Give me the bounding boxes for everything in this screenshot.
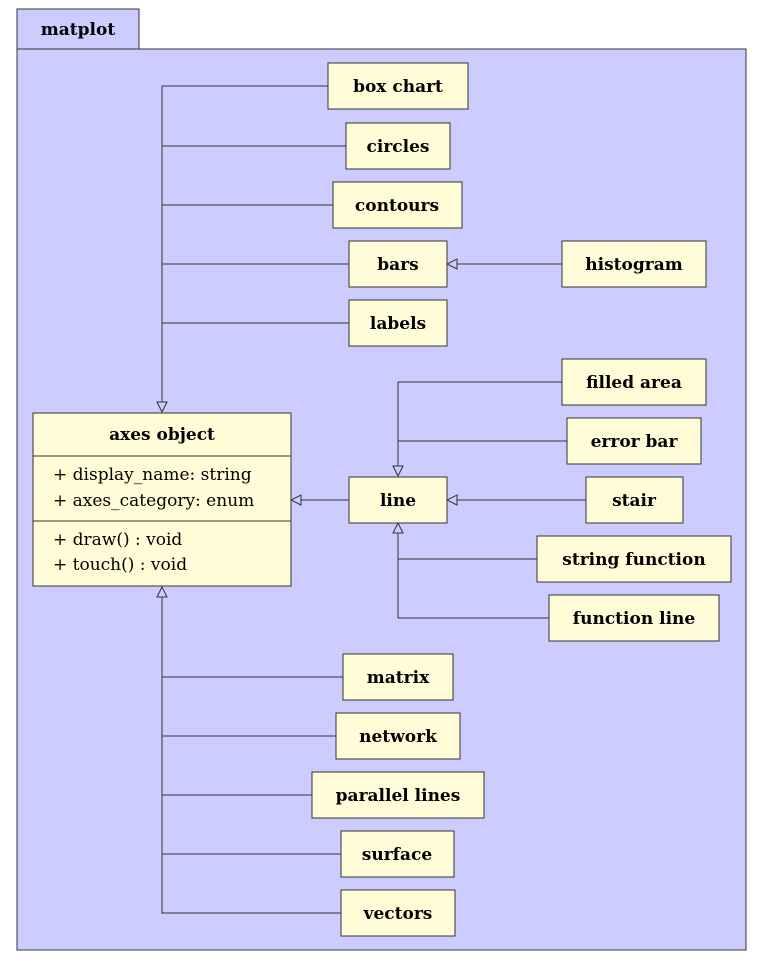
upper-generalization-connectors xyxy=(162,85,349,412)
histogram-label: histogram xyxy=(585,255,682,275)
connector-filled-area xyxy=(398,381,562,476)
line-label: line xyxy=(380,491,416,511)
stair-label: stair xyxy=(612,491,657,511)
package-name: matplot xyxy=(41,20,116,40)
connector-box-chart xyxy=(162,85,328,412)
line-lower-connectors xyxy=(398,523,549,619)
package-tab xyxy=(16,8,140,50)
class-error-bar[interactable]: error bar xyxy=(566,417,702,465)
class-matrix[interactable]: matrix xyxy=(342,653,454,701)
string-function-label: string function xyxy=(562,550,705,570)
class-string-function[interactable]: string function xyxy=(536,535,732,583)
axes-object-title: axes object xyxy=(109,425,215,445)
labels-label: labels xyxy=(370,314,426,334)
connector-function-line xyxy=(398,523,549,619)
class-network[interactable]: network xyxy=(335,712,461,760)
class-contours[interactable]: contours xyxy=(332,181,463,229)
network-label: network xyxy=(359,727,438,747)
class-line[interactable]: line xyxy=(348,476,448,524)
class-surface[interactable]: surface xyxy=(340,830,455,878)
class-function-line[interactable]: function line xyxy=(548,594,720,642)
class-box-chart[interactable]: box chart xyxy=(327,62,469,110)
circles-label: circles xyxy=(367,137,430,157)
class-axes-object[interactable]: axes object + display_name: string + axe… xyxy=(32,412,292,587)
class-histogram[interactable]: histogram xyxy=(561,240,707,288)
method-draw: + draw() : void xyxy=(53,530,182,550)
class-vectors[interactable]: vectors xyxy=(340,889,456,937)
filled-area-label: filled area xyxy=(586,373,682,393)
vectors-label: vectors xyxy=(363,904,433,924)
connector-vectors xyxy=(162,587,341,914)
attribute-display-name: + display_name: string xyxy=(53,465,252,485)
line-upper-connectors xyxy=(398,381,567,476)
attribute-axes-category: + axes_category: enum xyxy=(53,491,254,511)
bars-label: bars xyxy=(377,255,418,275)
class-bars[interactable]: bars xyxy=(348,240,448,288)
class-circles[interactable]: circles xyxy=(345,122,451,170)
matrix-label: matrix xyxy=(367,668,430,688)
class-labels[interactable]: labels xyxy=(348,299,448,347)
contours-label: contours xyxy=(355,196,439,216)
parallel-lines-label: parallel lines xyxy=(336,786,461,806)
method-touch: + touch() : void xyxy=(53,555,187,575)
box-chart-label: box chart xyxy=(353,77,443,97)
class-stair[interactable]: stair xyxy=(585,476,684,524)
function-line-label: function line xyxy=(573,609,696,629)
surface-label: surface xyxy=(362,845,433,865)
error-bar-label: error bar xyxy=(591,432,679,452)
class-filled-area[interactable]: filled area xyxy=(561,358,707,406)
class-parallel-lines[interactable]: parallel lines xyxy=(311,771,485,819)
lower-generalization-connectors xyxy=(162,587,343,914)
